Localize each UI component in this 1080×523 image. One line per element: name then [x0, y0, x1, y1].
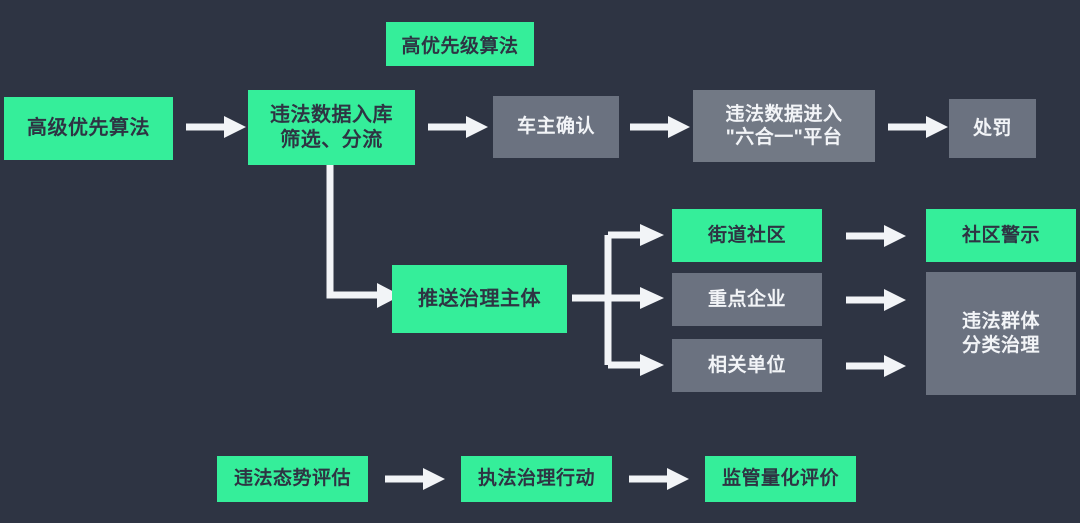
arrow-push-split-bracket [572, 222, 672, 380]
arrow-entry-to-owner-confirm [428, 114, 490, 140]
arrow-platform-to-penalty [888, 114, 950, 140]
arrow-owner-confirm-to-platform [630, 114, 692, 140]
node-owner-confirm[interactable]: 车主确认 [493, 96, 619, 158]
callout-high-priority-algorithm: 高优先级算法 [386, 22, 534, 112]
arrow-entry-down-to-push [325, 165, 410, 315]
node-regulatory-quant-evaluation[interactable]: 监管量化评价 [705, 456, 856, 502]
arrow-unit-to-classification [846, 353, 908, 379]
node-illegal-situation-assessment[interactable]: 违法态势评估 [217, 456, 368, 502]
callout-bubble[interactable]: 高优先级算法 [386, 22, 534, 66]
arrow-advanced-to-entry [186, 114, 248, 140]
arrow-enterprise-to-classification [846, 287, 908, 313]
node-community-warning[interactable]: 社区警示 [926, 209, 1076, 262]
node-related-unit[interactable]: 相关单位 [672, 339, 822, 392]
node-illegal-data-entry[interactable]: 违法数据入库 筛选、分流 [248, 90, 415, 165]
node-six-in-one-platform[interactable]: 违法数据进入 "六合一"平台 [693, 90, 875, 162]
callout-label: 高优先级算法 [401, 35, 519, 57]
node-advanced-priority-algorithm[interactable]: 高级优先算法 [4, 97, 173, 160]
node-illegal-group-classification[interactable]: 违法群体 分类治理 [926, 272, 1076, 395]
node-street-community[interactable]: 街道社区 [672, 209, 822, 262]
node-penalty[interactable]: 处罚 [949, 99, 1036, 158]
node-enforcement-action[interactable]: 执法治理行动 [461, 456, 612, 502]
node-key-enterprise[interactable]: 重点企业 [672, 273, 822, 326]
arrow-assessment-to-action [385, 466, 447, 492]
arrow-street-to-warning [846, 223, 908, 249]
node-push-governance-subject[interactable]: 推送治理主体 [392, 265, 567, 333]
arrow-action-to-evaluation [629, 466, 691, 492]
